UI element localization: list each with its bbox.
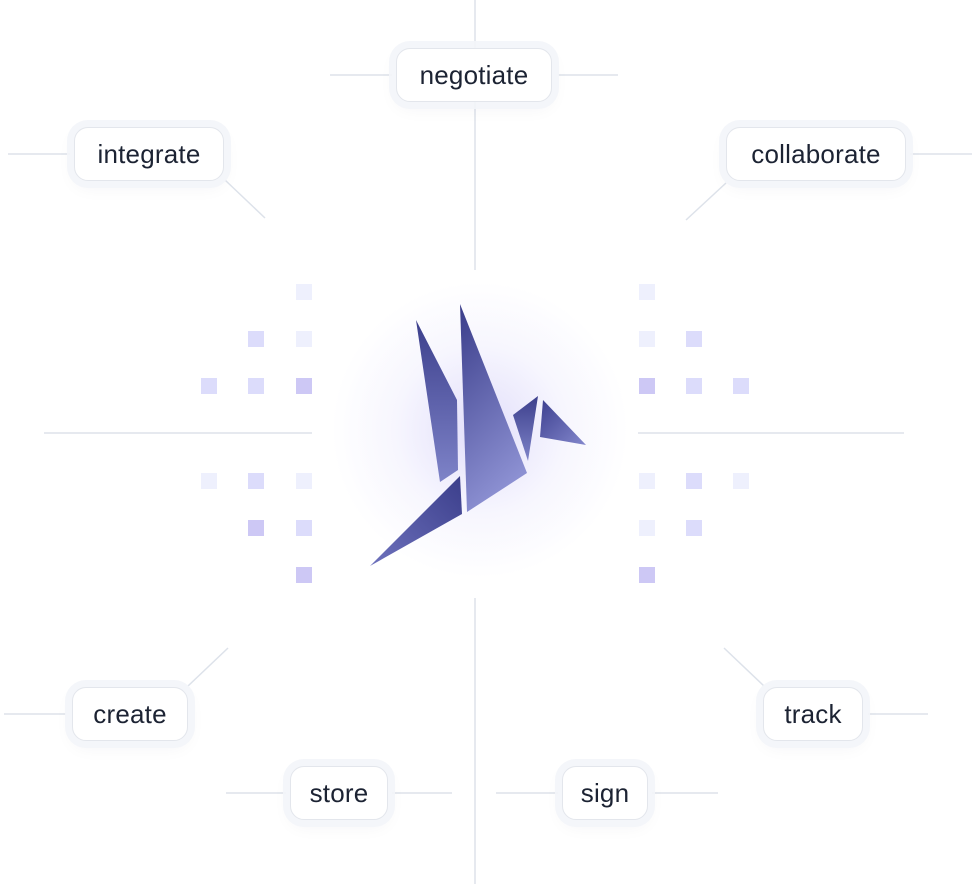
logo-head <box>540 400 586 445</box>
label-negotiate: negotiate <box>396 48 552 102</box>
pixel-square <box>639 473 655 489</box>
pixel-square <box>639 284 655 300</box>
logo-tail <box>370 476 462 566</box>
pixel-square <box>639 567 655 583</box>
label-integrate: integrate <box>74 127 224 181</box>
pixel-square <box>639 331 655 347</box>
label-store: store <box>290 766 388 820</box>
line-integrate-diag <box>224 179 266 219</box>
pixel-square <box>248 378 264 394</box>
label-track: track <box>763 687 863 741</box>
line-track-diag <box>723 647 765 687</box>
pixel-square <box>639 378 655 394</box>
pixel-square <box>296 473 312 489</box>
pixel-square <box>639 520 655 536</box>
pixel-square <box>296 378 312 394</box>
pixel-square <box>296 331 312 347</box>
pixel-square <box>296 520 312 536</box>
line-collaborate-diag <box>685 182 727 221</box>
pixel-square <box>201 378 217 394</box>
origami-bird-logo-icon <box>370 304 586 566</box>
pixel-square <box>296 284 312 300</box>
logo-neck <box>513 396 538 461</box>
pixel-square <box>248 331 264 347</box>
pixel-square <box>686 378 702 394</box>
logo-wing-left <box>416 320 458 482</box>
pixel-square <box>686 331 702 347</box>
pixel-square <box>296 567 312 583</box>
pixel-square <box>248 520 264 536</box>
label-sign: sign <box>562 766 648 820</box>
label-create: create <box>72 687 188 741</box>
pixel-square <box>201 473 217 489</box>
pixel-square <box>733 378 749 394</box>
pixel-square <box>248 473 264 489</box>
pixel-square <box>733 473 749 489</box>
logo-wing-right <box>460 304 527 512</box>
label-collaborate: collaborate <box>726 127 906 181</box>
pixel-square <box>686 520 702 536</box>
pixel-square <box>686 473 702 489</box>
line-create-diag <box>187 647 229 687</box>
